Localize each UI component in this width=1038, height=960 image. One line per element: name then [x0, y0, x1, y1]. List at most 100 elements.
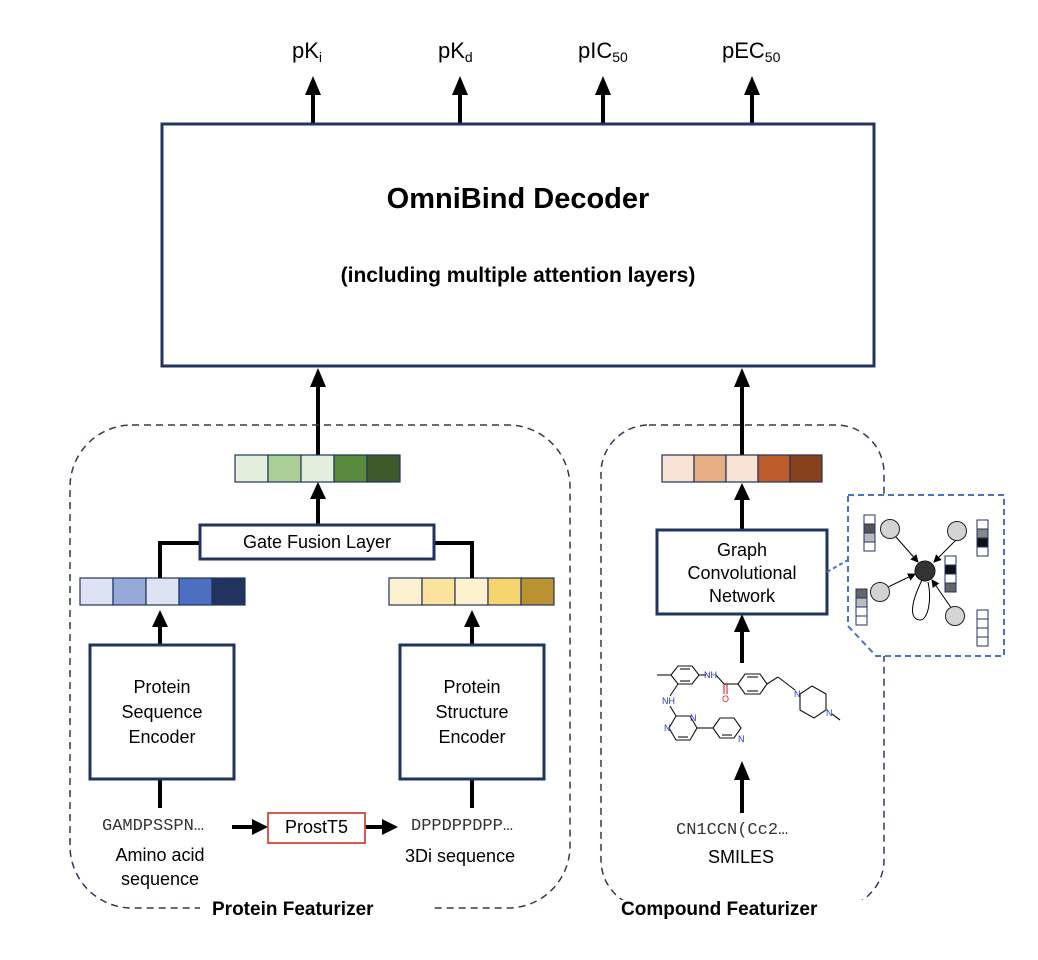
molecule-structure: [657, 665, 841, 741]
node-feature-cell: [976, 618, 989, 629]
atom-pyrim-n1: N: [664, 723, 671, 733]
pkd-sub: d: [464, 49, 473, 65]
aa-caption-line2: sequence: [120, 869, 200, 889]
struct-vector-cell: [421, 577, 456, 606]
fused-vector-cell: [267, 454, 302, 483]
gcn-label: Graph Convolutional Network: [657, 539, 827, 608]
node-feature-cell: [863, 532, 876, 543]
struct-vector-cell: [388, 577, 423, 606]
pic50-sub: 50: [612, 49, 628, 65]
gcn-box: [655, 528, 829, 616]
seq-vector-cell: [211, 577, 246, 606]
smiles-example: CN1CCN(Cc2…: [676, 821, 789, 840]
compound-featurizer-label: Compound Featurizer: [621, 899, 818, 920]
node-feature-cell: [976, 546, 989, 557]
decoder-subtitle: (including multiple attention layers): [340, 264, 696, 287]
struct-encoder-line3: Encoder: [438, 727, 506, 747]
node-feature-cell: [976, 627, 989, 638]
node-feature-cell: [944, 573, 957, 584]
seq-vector-cell: [112, 577, 147, 606]
atom-pip-n2: N: [826, 708, 833, 718]
node-feature-cell: [855, 615, 868, 626]
smiles-caption: SMILES: [708, 847, 775, 867]
atom-pyrid-n: N: [738, 734, 745, 744]
neighbor-node: [945, 606, 965, 626]
neighbor-node: [947, 521, 967, 541]
graph-convolution-inset: [826, 494, 1005, 657]
amino-acid-caption: Amino acid sequence: [90, 843, 230, 891]
prostt5-label: ProstT5: [284, 817, 349, 837]
sequence-feature-vector: [79, 577, 246, 606]
output-pec50: pEC50: [722, 38, 780, 65]
fused-vector-cell: [333, 454, 368, 483]
atom-amine-nh: NH: [662, 696, 675, 706]
struct-encoder-line2: Structure: [435, 702, 509, 722]
struct-vector-cell: [520, 577, 555, 606]
compound-feature-vector: [661, 454, 823, 483]
output-pki: pKi: [292, 38, 322, 65]
prostt5-box: [267, 812, 366, 844]
seq-vector-cell: [178, 577, 213, 606]
atom-amide-nh: NH: [704, 670, 717, 680]
seq-vector-cell: [145, 577, 180, 606]
compound-vector-cell: [789, 454, 823, 483]
node-feature-cell: [855, 588, 868, 599]
decoder-title: OmniBind Decoder: [386, 183, 650, 215]
struct-vector-cell: [454, 577, 489, 606]
connector-seq-to-gate: [158, 541, 200, 578]
seq-encoder-line2: Sequence: [121, 702, 203, 722]
gcn-line3: Network: [708, 586, 775, 606]
gcn-line2: Convolutional: [687, 563, 797, 583]
atom-pyrim-n2: N: [690, 713, 697, 723]
atom-pip-n1: N: [794, 689, 801, 699]
node-feature-cell: [976, 519, 989, 530]
fused-vector-cell: [366, 454, 401, 483]
decoder-box: [160, 122, 876, 368]
node-feature-cell: [855, 597, 868, 608]
fused-protein-vector: [234, 454, 401, 483]
node-feature-cell: [863, 514, 876, 525]
node-feature-cell: [863, 541, 876, 552]
center-node: [914, 560, 936, 582]
neighbor-node: [870, 582, 890, 602]
atom-oxygen: O: [722, 694, 729, 704]
fused-vector-cell: [300, 454, 335, 483]
struct-vector-cell: [487, 577, 522, 606]
pkd-base: pK: [438, 38, 465, 63]
sequence-encoder-label: Protein Sequence Encoder: [90, 675, 234, 750]
structure-encoder-box: [398, 643, 546, 781]
node-feature-cell: [944, 564, 957, 575]
compound-vector-cell: [757, 454, 791, 483]
struct-encoder-line1: Protein: [443, 677, 501, 697]
gate-fusion-label: Gate Fusion Layer: [242, 532, 392, 552]
neighbor-node: [880, 519, 900, 539]
node-feature-cell: [976, 528, 989, 539]
seq-encoder-line1: Protein: [133, 677, 191, 697]
pec50-sub: 50: [764, 49, 781, 65]
node-feature-cell: [863, 523, 876, 534]
output-pic50: pIC50: [578, 38, 628, 65]
pki-sub: i: [318, 49, 323, 65]
sequence-encoder-box: [88, 643, 236, 781]
pec50-base: pEC: [722, 38, 765, 63]
threedi-example: DPPDPPDPP…: [411, 817, 514, 836]
pki-base: pK: [292, 38, 319, 63]
aa-caption-line1: Amino acid: [115, 845, 205, 865]
structure-encoder-label: Protein Structure Encoder: [400, 675, 544, 750]
output-arrows: [305, 76, 760, 124]
amino-acid-example: GAMDPSSPN…: [102, 817, 205, 836]
gcn-line1: Graph: [716, 540, 768, 560]
compound-vector-cell: [693, 454, 727, 483]
output-pkd: pKd: [438, 38, 473, 65]
node-feature-vectors: [855, 514, 989, 647]
node-feature-cell: [976, 636, 989, 647]
node-feature-cell: [976, 537, 989, 548]
node-feature-cell: [976, 609, 989, 620]
node-feature-cell: [855, 606, 868, 617]
protein-featurizer-label: Protein Featurizer: [212, 899, 374, 920]
compound-vector-cell: [661, 454, 695, 483]
pic50-base: pIC: [578, 38, 613, 63]
structure-feature-vector: [388, 577, 555, 606]
node-feature-cell: [944, 582, 957, 593]
